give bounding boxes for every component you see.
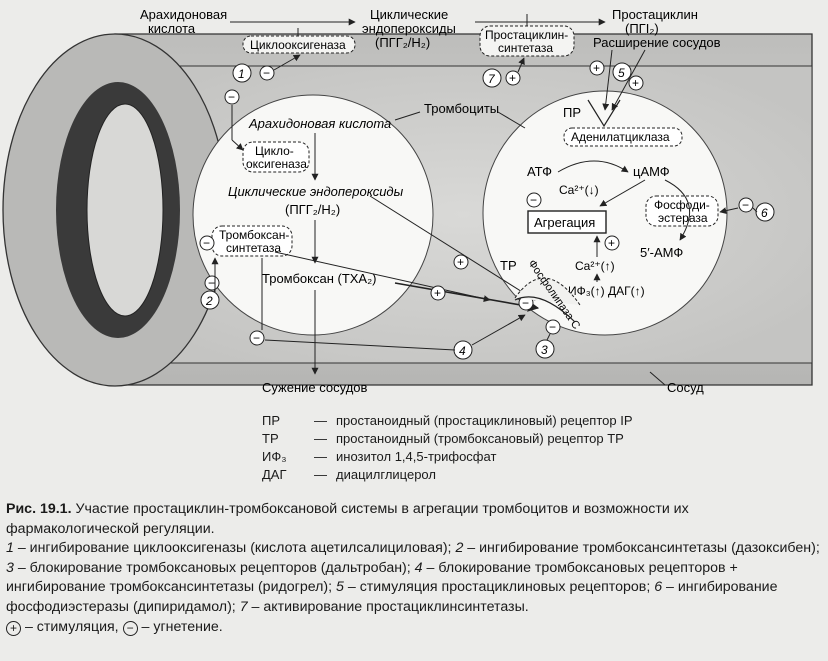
top-prostacyclin: Простациклин xyxy=(612,7,698,22)
svg-text:−: − xyxy=(208,276,215,290)
figure-label: Рис. 19.1. xyxy=(6,501,72,517)
minus-2b: − xyxy=(199,235,215,251)
svg-text:−: − xyxy=(263,66,270,80)
svg-text:−: − xyxy=(203,236,210,250)
top-arachidonic-line2: кислота xyxy=(148,21,196,36)
svg-text:−: − xyxy=(228,90,235,104)
badge-5: 5 xyxy=(612,62,632,82)
caption-title: Участие простациклин-тромбоксановой сист… xyxy=(6,501,689,537)
lp-tx-synthetase-line2: синтетаза xyxy=(226,241,281,255)
minus-6: − xyxy=(738,197,754,213)
lp-cyclooxygenase-line1: Цикло- xyxy=(255,144,294,158)
lp-thromboxane: Тромбоксан (ТХА₂) xyxy=(262,271,376,286)
badge-4: 4 xyxy=(453,340,473,360)
vessel-label: Сосуд xyxy=(667,380,704,395)
plus-7: + xyxy=(505,70,521,86)
abbreviation-legend: ПР—простаноидный (простациклиновый) реце… xyxy=(262,412,633,484)
svg-text:+: + xyxy=(593,61,600,75)
rp-ca-down: Ca²⁺(↓) xyxy=(559,183,599,197)
rp-pde-box xyxy=(645,195,719,227)
rp-tr: ТР xyxy=(500,258,517,273)
phospholipase-arc xyxy=(514,277,581,306)
top-cyclic-line3: (ПГГ₂/Н₂) xyxy=(375,35,430,50)
rp-adenylate-cyclase: Аденилатциклаза xyxy=(571,130,670,144)
top-cyclooxygenase-box xyxy=(242,35,356,54)
svg-text:+: + xyxy=(509,71,516,85)
rp-pde-line2: эстераза xyxy=(658,211,708,225)
figure-caption: Рис. 19.1. Участие простациклин-тромбокс… xyxy=(6,501,820,636)
rp-aggregation-box xyxy=(527,210,607,234)
minus-2a: − xyxy=(204,275,220,291)
minus-4a: − xyxy=(249,330,265,346)
svg-text:−: − xyxy=(742,198,749,212)
rp-pr: ПР xyxy=(563,105,581,120)
svg-text:1: 1 xyxy=(238,67,245,81)
top-cyclooxygenase: Циклооксигеназа xyxy=(250,38,346,52)
minus-3: − xyxy=(545,319,561,335)
legend-row: ДАГ—диацилглицерол xyxy=(262,467,436,482)
minus-top-1: − xyxy=(259,65,275,81)
top-prostacyclin-pgi: (ПГІ₂) xyxy=(625,21,659,36)
minus-top-2: − xyxy=(224,89,240,105)
plus-left-b: + xyxy=(430,285,446,301)
plus-ca-up: + xyxy=(604,235,620,251)
lp-endoperoxides-line1: Циклические эндопероксиды xyxy=(228,184,404,199)
lp-cyclooxygenase-line2: оксигеназа xyxy=(246,157,307,171)
svg-text:+: + xyxy=(608,236,615,250)
plus-symbol-icon: + xyxy=(6,620,21,636)
platelets-label: Тромбоциты xyxy=(424,101,499,116)
badge-7: 7 xyxy=(482,68,502,88)
rp-aggregation: Агрегация xyxy=(534,215,595,230)
plus-5: + xyxy=(628,75,644,91)
badge-6: 6 xyxy=(755,202,775,222)
vasoconstriction: Сужение сосудов xyxy=(262,380,368,395)
top-vasodilation: Расширение сосудов xyxy=(593,35,721,50)
svg-text:+: + xyxy=(457,255,464,269)
lp-arachidonic: Арахидоновая кислота xyxy=(248,116,391,131)
top-cyclic-line1: Циклические xyxy=(370,7,448,22)
vessel-opening-hole xyxy=(86,103,164,317)
rp-pde-line1: Фосфоди- xyxy=(654,198,710,212)
rp-ca-up: Ca²⁺(↑) xyxy=(575,259,615,273)
svg-text:7: 7 xyxy=(488,72,496,86)
svg-text:6: 6 xyxy=(761,206,768,220)
svg-text:−: − xyxy=(522,296,529,310)
legend-row: ТР—простаноидный (тромбоксановый) рецепт… xyxy=(262,431,624,446)
minus-symbol-icon: − xyxy=(122,620,138,636)
svg-text:+: + xyxy=(632,76,639,90)
rp-atp: АТФ xyxy=(527,164,552,179)
svg-text:3: 3 xyxy=(541,343,548,357)
lp-tx-synthetase-line1: Тромбоксан- xyxy=(219,228,289,242)
vessel-diagram: Арахидоновая кислота Циклические эндопер… xyxy=(2,7,813,395)
svg-text:5: 5 xyxy=(618,66,625,80)
svg-text:−: − xyxy=(530,193,537,207)
svg-text:+: + xyxy=(434,286,441,300)
minus-ca: − xyxy=(526,192,542,208)
rp-ip3-dag: ИФ₃(↑) ДАГ(↑) xyxy=(568,284,645,298)
lp-endoperoxides-line2: (ПГГ₂/Н₂) xyxy=(285,202,340,217)
legend-row: ПР—простаноидный (простациклиновый) реце… xyxy=(262,413,633,428)
svg-text:2: 2 xyxy=(205,294,213,308)
top-cyclic-line2: эндопероксиды xyxy=(362,21,456,36)
svg-text:−: − xyxy=(253,331,260,345)
plus-pgi: + xyxy=(589,60,605,76)
svg-text:−: − xyxy=(549,320,556,334)
top-prostacyclin-synthetase-line2: синтетаза xyxy=(498,41,553,55)
badge-1-top: 1 xyxy=(232,63,252,83)
plus-left-a: + xyxy=(453,254,469,270)
legend-row: ИФ₃—инозитол 1,4,5-трифосфат xyxy=(262,449,497,464)
rp-camp: цАМФ xyxy=(633,164,670,179)
lp-cyclooxygenase-box xyxy=(242,141,310,173)
top-prostacyclin-synthetase-line1: Простациклин- xyxy=(485,28,568,42)
badge-3: 3 xyxy=(535,339,555,359)
svg-text:4: 4 xyxy=(459,344,466,358)
rp-amp: 5′-АМФ xyxy=(640,245,683,260)
badge-2: 2 xyxy=(200,290,220,310)
rp-adenylate-cyclase-box xyxy=(563,127,683,147)
top-arachidonic-line1: Арахидоновая xyxy=(140,7,227,22)
